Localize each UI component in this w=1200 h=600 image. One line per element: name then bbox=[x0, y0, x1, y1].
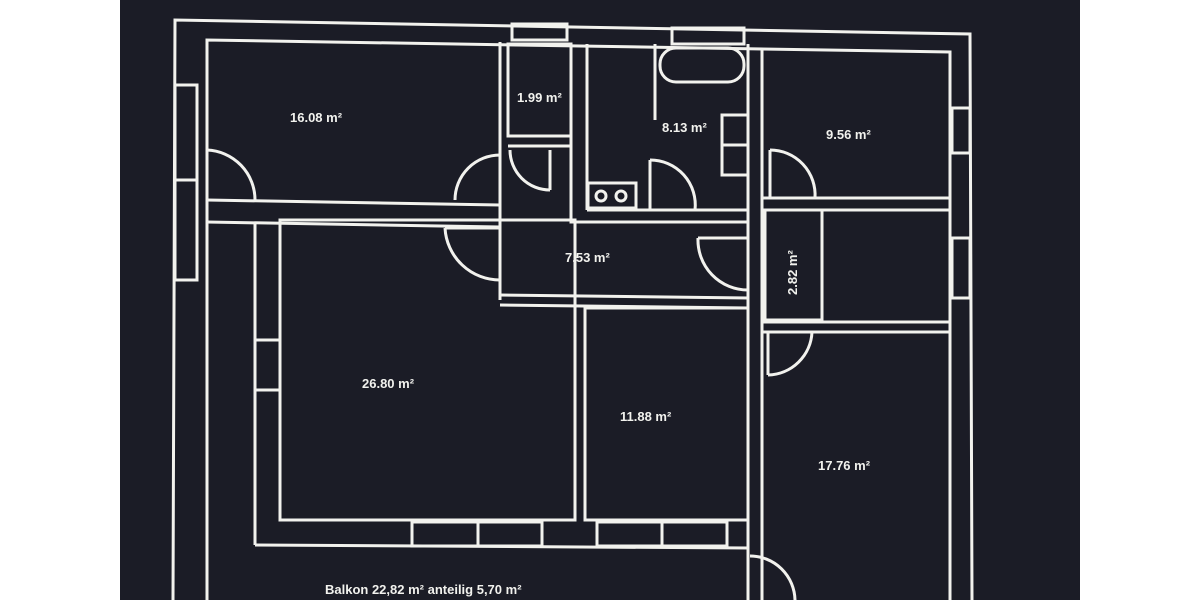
room-label: 26.80 m² bbox=[362, 376, 415, 391]
room-label: 1.99 m² bbox=[517, 90, 562, 105]
room-label: 11.88 m² bbox=[620, 409, 672, 424]
room-labels: 16.08 m² 1.99 m² 8.13 m² 9.56 m² 7.53 m²… bbox=[290, 90, 871, 597]
room-label: 16.08 m² bbox=[290, 110, 343, 125]
room-label: 2.82 m² bbox=[785, 250, 800, 295]
room-label: 17.76 m² bbox=[818, 458, 871, 473]
walls bbox=[171, 18, 974, 600]
room-label: 8.13 m² bbox=[662, 120, 707, 135]
balcony-label: Balkon 22,82 m² anteilig 5,70 m² bbox=[325, 582, 522, 597]
room-label: 7.53 m² bbox=[565, 250, 610, 265]
room-label: 9.56 m² bbox=[826, 127, 871, 142]
